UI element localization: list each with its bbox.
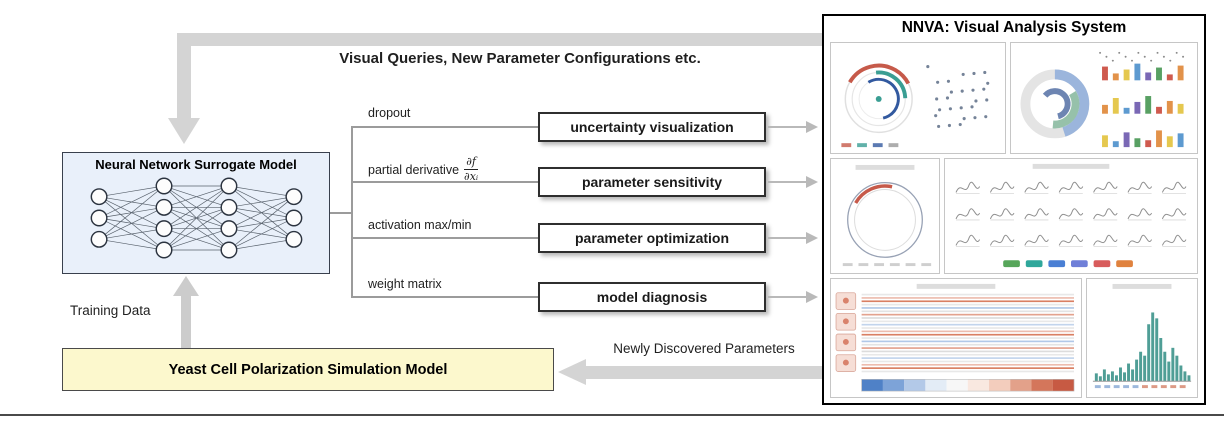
training-data-label: Training Data: [70, 303, 151, 318]
surrogate-model-title: Neural Network Surrogate Model: [95, 157, 297, 172]
task-label-model-diagnosis: model diagnosis: [596, 289, 708, 305]
task-arrow-head-2: [806, 176, 818, 188]
feedback-arrow-horizontal-shaft: [177, 33, 822, 46]
fraction-denominator: ∂xᵢ: [464, 168, 479, 183]
task-box-parameter-sensitivity: parameter sensitivity: [538, 167, 766, 197]
task-label-uncertainty-visualization: uncertainty visualization: [570, 119, 734, 135]
fraction-numerator: ∂f: [466, 155, 476, 168]
task-arrow-line-2: [768, 181, 808, 183]
branch-line-weight-matrix: [351, 296, 538, 298]
branch-vertical-line: [351, 126, 353, 298]
neural-network-icon: [90, 177, 303, 259]
task-box-model-diagnosis: model diagnosis: [538, 282, 766, 312]
thumbnail-parameter-clustering-view: [1010, 42, 1198, 154]
task-arrow-line-3: [768, 237, 808, 239]
task-label-parameter-optimization: parameter optimization: [574, 230, 730, 246]
branch-line-activation: [351, 237, 538, 239]
branch-stub-line: [330, 212, 353, 214]
task-arrow-line-1: [768, 126, 808, 128]
nnva-panel: NNVA: Visual Analysis System: [822, 14, 1206, 405]
task-box-parameter-optimization: parameter optimization: [538, 223, 766, 253]
discovered-parameters-arrow-shaft: [586, 366, 822, 379]
task-arrow-head-3: [806, 232, 818, 244]
thumbnail-weight-matrix-view: [830, 278, 1082, 398]
branch-line-partial-derivative: [351, 181, 538, 183]
training-data-arrow-shaft: [181, 295, 191, 348]
partial-derivative-text: partial derivative: [368, 162, 460, 177]
feedback-arrow-head: [168, 118, 200, 144]
surrogate-model-box: Neural Network Surrogate Model: [62, 152, 330, 274]
branch-label-activation: activation max/min: [368, 218, 472, 232]
task-box-uncertainty-visualization: uncertainty visualization: [538, 112, 766, 142]
nnva-panel-title: NNVA: Visual Analysis System: [901, 19, 1127, 36]
branch-label-partial-derivative: partial derivative ∂f ∂xᵢ: [368, 155, 479, 183]
thumbnail-sensitivity-radial-view: [830, 42, 1006, 154]
simulation-model-box: Yeast Cell Polarization Simulation Model: [62, 348, 554, 391]
task-label-parameter-sensitivity: parameter sensitivity: [581, 174, 723, 190]
discovered-parameters-arrow-head: [558, 359, 586, 385]
training-data-arrow-head: [173, 276, 199, 296]
task-arrow-head-1: [806, 121, 818, 133]
thumbnail-parameter-importance-chart: [1086, 278, 1198, 398]
branch-label-dropout: dropout: [368, 106, 411, 120]
bottom-rule: [0, 414, 1224, 416]
thumbnail-parameter-control-panel: [944, 158, 1198, 274]
task-arrow-head-4: [806, 291, 818, 303]
thumbnail-guideline-circular-view: [830, 158, 940, 274]
feedback-arrow-vertical-shaft: [177, 33, 191, 119]
visual-queries-label: Visual Queries, New Parameter Configurat…: [339, 50, 701, 67]
branch-line-dropout: [351, 126, 538, 128]
branch-label-weight-matrix: weight matrix: [368, 277, 442, 291]
task-arrow-line-4: [768, 296, 808, 298]
simulation-model-title: Yeast Cell Polarization Simulation Model: [168, 361, 448, 378]
partial-derivative-fraction: ∂f ∂xᵢ: [464, 155, 479, 183]
newly-discovered-label: Newly Discovered Parameters: [613, 341, 795, 356]
